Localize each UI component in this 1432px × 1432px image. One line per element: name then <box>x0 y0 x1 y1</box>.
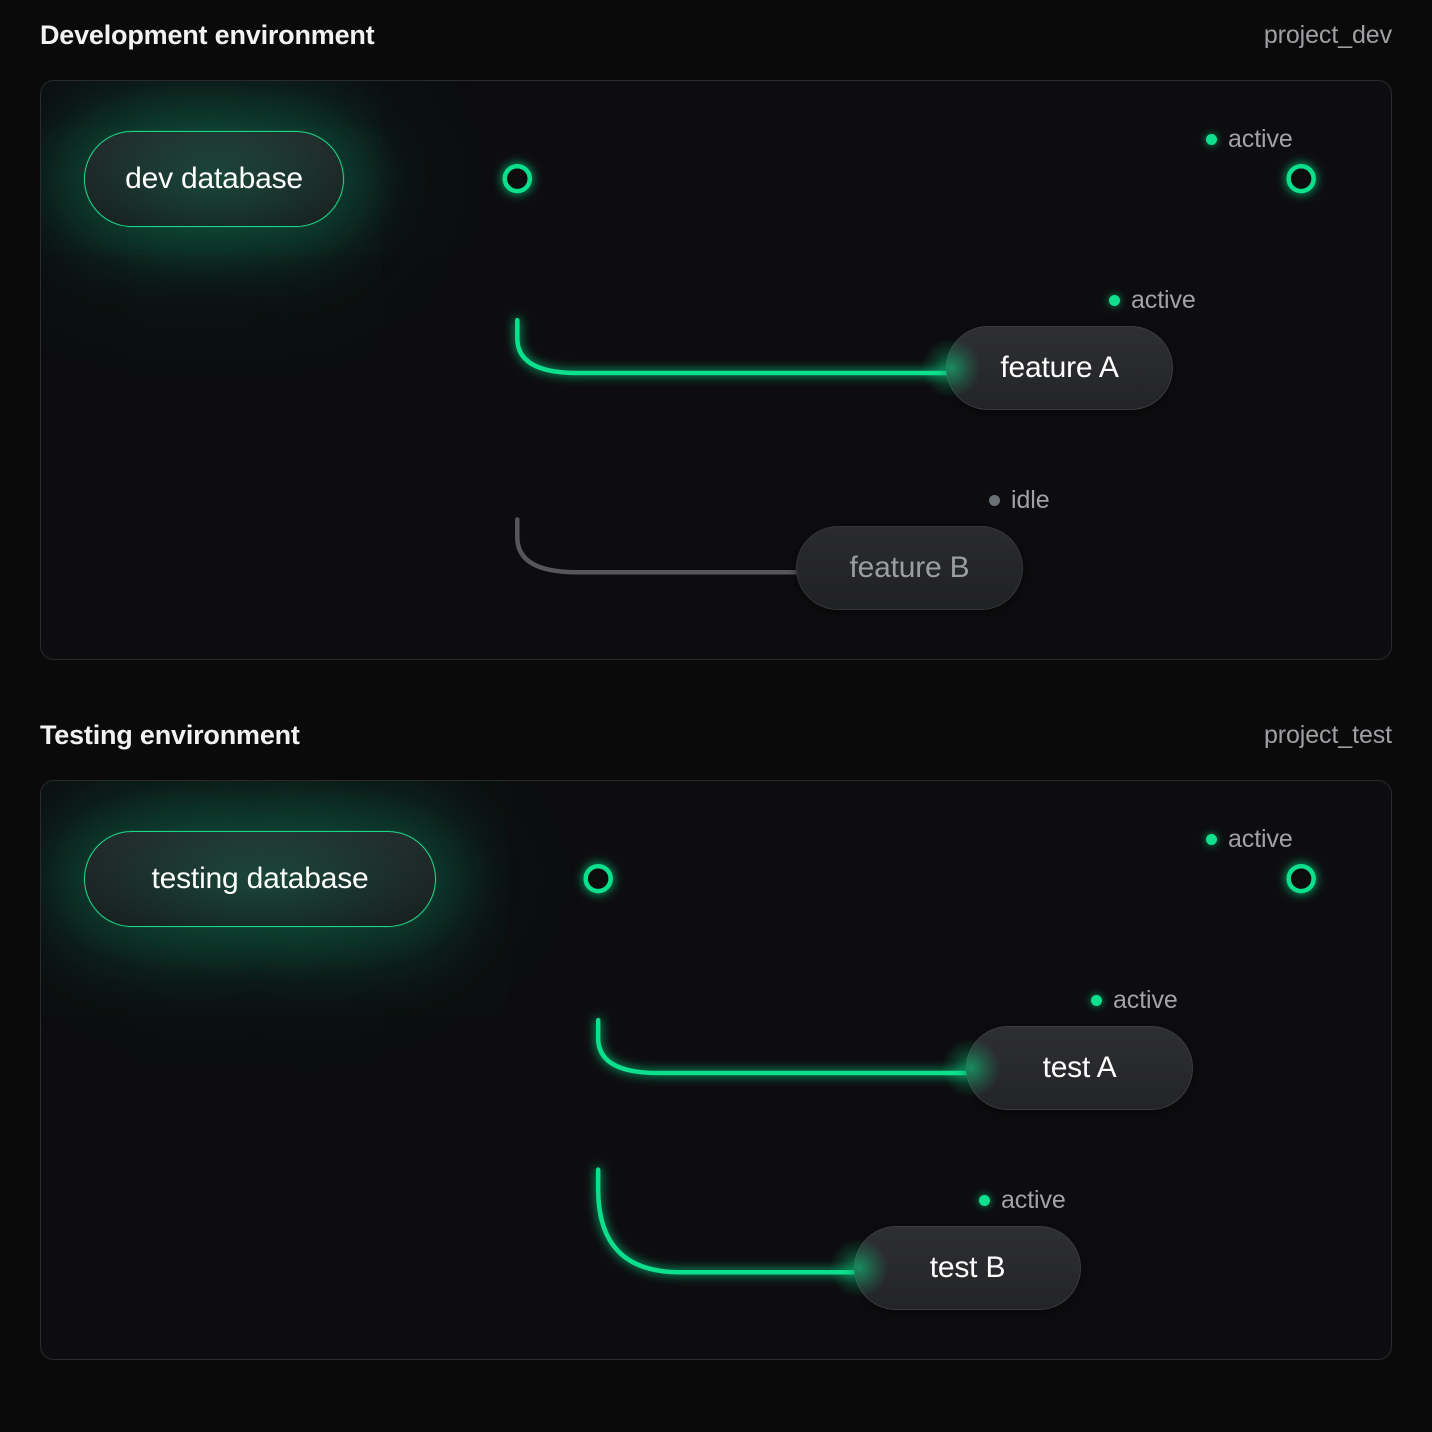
status-badge-test-b: active <box>979 1186 1066 1215</box>
status-badge-feature-b: idle <box>989 486 1050 515</box>
status-label: active <box>1113 986 1178 1014</box>
page-title-test: Testing environment <box>40 719 300 750</box>
node-testing-database[interactable]: testing database <box>41 781 495 981</box>
node-label: test B <box>929 1251 1006 1284</box>
endpoint-node-dev[interactable] <box>1286 163 1316 194</box>
node-test-a[interactable]: test A <box>966 1026 1193 1110</box>
node-feature-b[interactable]: feature B <box>796 526 1023 610</box>
status-dot-icon <box>979 1195 990 1206</box>
section-header-test: Testing environment project_test <box>40 700 1392 770</box>
endpoint-node-test[interactable] <box>1286 863 1316 894</box>
status-badge-feature-a: active <box>1109 286 1196 315</box>
section-development-environment: Development environment project_dev <box>0 0 1432 660</box>
node-test-b[interactable]: test B <box>854 1226 1081 1310</box>
graph-panel-test: active testing database active test A ac… <box>40 780 1392 1360</box>
status-dot-icon <box>1206 134 1217 145</box>
node-label: testing database <box>151 862 369 895</box>
status-badge-test-trunk: active <box>1206 825 1293 854</box>
node-dev-database[interactable]: dev database <box>41 81 403 281</box>
status-label: active <box>1228 125 1293 153</box>
edge-graph-test <box>435 863 1316 1275</box>
status-dot-icon <box>989 495 1000 506</box>
status-label: active <box>1131 286 1196 314</box>
junction-node-dev[interactable] <box>502 163 533 194</box>
status-label: idle <box>1011 486 1050 514</box>
status-label: active <box>1228 825 1293 853</box>
section-header-dev: Development environment project_dev <box>40 0 1392 70</box>
section-testing-environment: Testing environment project_test <box>0 700 1432 1360</box>
project-name-test: project_test <box>1263 720 1392 749</box>
junction-node-test[interactable] <box>583 863 613 894</box>
status-dot-icon <box>1109 295 1120 306</box>
edge-to-feature-b <box>515 517 803 575</box>
node-label: dev database <box>125 162 303 195</box>
project-name-dev: project_dev <box>1263 20 1392 49</box>
node-label: feature B <box>849 551 970 584</box>
status-badge-dev-trunk: active <box>1206 125 1293 154</box>
status-dot-icon <box>1091 995 1102 1006</box>
edge-to-test-a <box>595 1017 972 1076</box>
node-feature-a[interactable]: feature A <box>946 326 1173 410</box>
edge-graph-dev <box>343 163 1316 575</box>
status-label: active <box>1001 1186 1066 1214</box>
node-label: test A <box>1042 1051 1117 1084</box>
status-dot-icon <box>1206 834 1217 845</box>
edge-to-feature-a <box>515 317 952 376</box>
graph-panel-dev: active dev database active feature A idl… <box>40 80 1392 660</box>
status-badge-test-a: active <box>1091 986 1178 1015</box>
edge-to-test-b <box>595 1167 861 1275</box>
page-title-dev: Development environment <box>40 19 375 50</box>
node-label: feature A <box>1000 351 1119 384</box>
